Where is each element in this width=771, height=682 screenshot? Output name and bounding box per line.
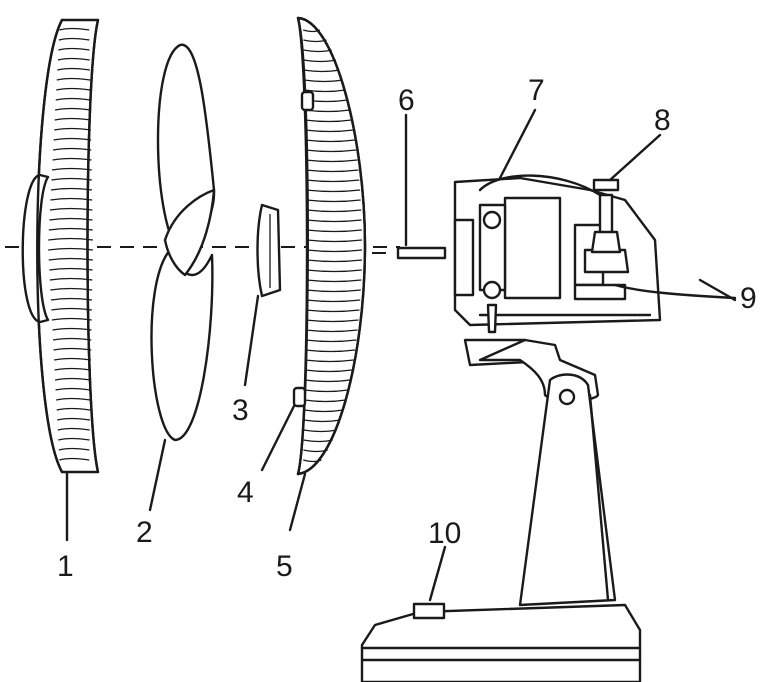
- grille-rib: [57, 417, 90, 421]
- grille-rib: [304, 389, 349, 393]
- callout-3: 3: [232, 394, 249, 427]
- grille-rib: [54, 377, 91, 381]
- grille-rib: [306, 289, 361, 293]
- grille-rib: [306, 259, 362, 263]
- grille-rib: [303, 459, 322, 463]
- callout-1: 1: [57, 550, 74, 583]
- grille-rib: [48, 227, 93, 231]
- grille-rib: [48, 247, 93, 251]
- grille-rib: [56, 77, 91, 81]
- grille-rib: [58, 437, 90, 441]
- grille-rib: [57, 57, 90, 61]
- grille-rib: [54, 367, 91, 371]
- grille-rib: [54, 117, 91, 121]
- callout-5: 5: [276, 550, 293, 583]
- grille-rib: [305, 179, 360, 183]
- fan-blade: [150, 43, 216, 442]
- grille-rib: [304, 119, 352, 123]
- grille-rib: [58, 47, 90, 51]
- fan-base: [360, 602, 642, 682]
- grille-rib: [58, 447, 90, 451]
- grille-rib: [303, 419, 341, 423]
- grille-clip-top: [300, 90, 315, 112]
- grille-clip-bottom: [292, 386, 307, 408]
- grille-rib: [53, 137, 92, 141]
- blade-spinner: [256, 203, 282, 298]
- grille-rib: [54, 127, 91, 131]
- grille-rib: [59, 27, 90, 31]
- grille-rib: [304, 129, 354, 133]
- grille-rib: [48, 257, 93, 261]
- grille-rib: [305, 339, 357, 343]
- leader-lines: [65, 108, 737, 602]
- grille-rib: [305, 189, 361, 193]
- grille-rib: [55, 387, 91, 391]
- callout-8: 8: [654, 104, 671, 137]
- grille-rib: [305, 149, 357, 153]
- callout-labels: 1 2 3 4 5 6 7 8 9 10: [57, 74, 757, 583]
- callout-7: 7: [528, 74, 545, 107]
- grille-rib: [53, 357, 92, 361]
- grille-rib: [304, 89, 346, 93]
- grille-rib: [304, 379, 351, 383]
- callout-10: 10: [428, 517, 461, 550]
- grille-rib: [304, 399, 346, 403]
- grille-rib: [305, 319, 359, 323]
- oscillation-knob: [590, 178, 622, 254]
- grille-rib: [304, 359, 354, 363]
- grille-rib: [306, 299, 361, 303]
- grille-rib: [306, 229, 362, 233]
- grille-rib: [306, 219, 362, 223]
- grille-rib: [59, 457, 90, 461]
- grille-rib: [306, 199, 361, 203]
- grille-rib: [57, 67, 90, 71]
- grille-rib: [306, 249, 363, 253]
- grille-rib: [306, 209, 362, 213]
- grille-rib: [305, 309, 360, 313]
- grille-rib: [48, 237, 93, 241]
- grille-rib: [57, 427, 90, 431]
- grille-rib: [55, 107, 91, 111]
- motor-shaft: [372, 246, 447, 260]
- grille-rib: [56, 407, 91, 411]
- grille-rib: [56, 397, 91, 401]
- grille-rib: [58, 37, 90, 41]
- grille-rib: [306, 239, 363, 243]
- grille-rib: [303, 69, 340, 73]
- grille-rib: [305, 139, 355, 143]
- rear-grille: [292, 16, 367, 476]
- grille-rib: [306, 269, 362, 273]
- grille-rib: [55, 97, 91, 101]
- grille-rib: [305, 329, 358, 333]
- callout-6: 6: [398, 84, 415, 117]
- motor-housing: [453, 174, 737, 334]
- grille-rib: [56, 87, 91, 91]
- fan-stand: [463, 338, 617, 607]
- front-grille: [21, 18, 100, 474]
- grille-rib: [306, 279, 362, 283]
- grille-rib: [305, 159, 358, 163]
- grille-rib: [304, 409, 344, 413]
- grille-rib: [304, 79, 343, 83]
- callout-2: 2: [136, 516, 153, 549]
- grille-rib: [305, 349, 356, 353]
- callout-4: 4: [237, 476, 254, 509]
- callout-9: 9: [740, 282, 757, 315]
- grille-rib: [49, 267, 93, 271]
- grille-rib: [305, 169, 359, 173]
- grille-rib: [304, 369, 353, 373]
- power-switch: [412, 602, 446, 620]
